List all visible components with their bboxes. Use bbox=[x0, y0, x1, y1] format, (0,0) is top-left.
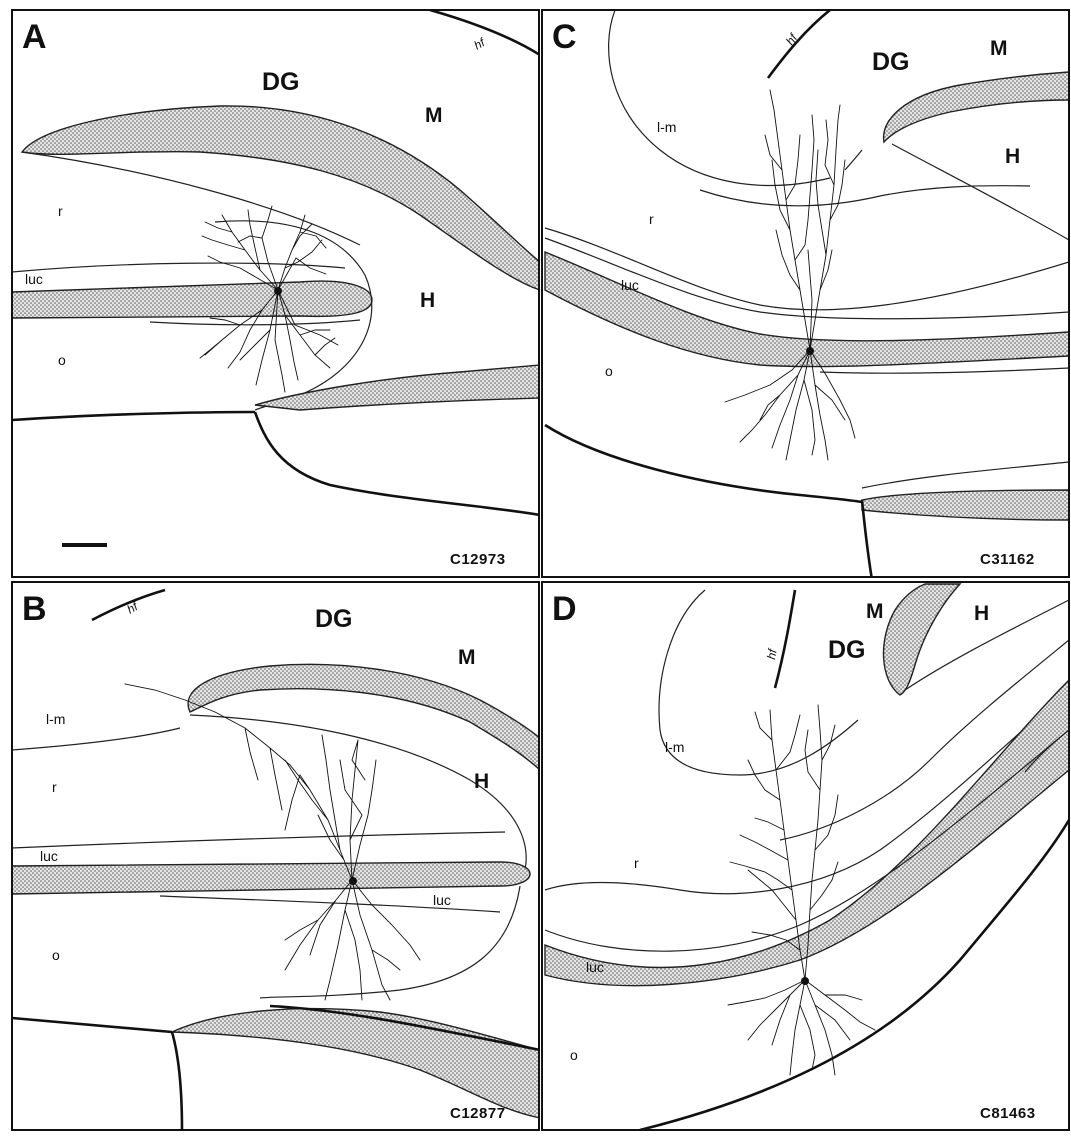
panel-c: C DG M H hf l-m r luc o C31162 bbox=[542, 10, 1069, 580]
label-r: r bbox=[649, 211, 654, 227]
label-luc: luc bbox=[25, 271, 43, 287]
label-lm: l-m bbox=[46, 711, 65, 727]
case-id: C12973 bbox=[450, 551, 506, 568]
molecular-line bbox=[12, 728, 180, 750]
label-h: H bbox=[1005, 145, 1020, 168]
label-dg: DG bbox=[828, 636, 866, 664]
label-h: H bbox=[974, 602, 989, 625]
lower-granule-band bbox=[862, 490, 1069, 520]
lower-line bbox=[862, 462, 1069, 488]
label-h: H bbox=[420, 289, 435, 312]
granule-cell-band bbox=[884, 584, 960, 695]
ventricle-line bbox=[255, 412, 540, 515]
label-hf: hf bbox=[125, 599, 142, 617]
label-r: r bbox=[52, 779, 57, 795]
oriens-line bbox=[820, 368, 1069, 373]
neuron-soma bbox=[806, 347, 814, 355]
label-dg: DG bbox=[262, 68, 300, 96]
neuron-soma bbox=[349, 877, 357, 885]
label-luc: luc bbox=[40, 848, 58, 864]
granule-cell-band bbox=[188, 664, 540, 770]
label-m: M bbox=[458, 646, 476, 669]
lower-granule-band bbox=[255, 365, 540, 410]
alveus-line bbox=[12, 1018, 172, 1032]
label-lm: l-m bbox=[657, 119, 676, 135]
neuron-dendrites bbox=[725, 90, 855, 460]
oriens-loop bbox=[260, 886, 520, 998]
fissure-line bbox=[768, 10, 830, 78]
fissure-line bbox=[775, 590, 795, 688]
granule-cell-band bbox=[22, 106, 540, 290]
label-luc: luc bbox=[586, 959, 604, 975]
label-o: o bbox=[570, 1047, 578, 1063]
label-h: H bbox=[474, 770, 489, 793]
label-m: M bbox=[990, 37, 1008, 60]
neuron-c bbox=[725, 90, 855, 460]
ventricle-line bbox=[172, 1032, 182, 1130]
panel-label: A bbox=[22, 18, 47, 56]
hilus-boundary bbox=[892, 144, 1069, 240]
case-id: C12877 bbox=[450, 1105, 506, 1122]
label-luc-lower: luc bbox=[433, 892, 451, 908]
label-r: r bbox=[634, 855, 639, 871]
label-dg: DG bbox=[872, 48, 910, 76]
neuron-soma bbox=[801, 977, 809, 985]
label-lm: l-m bbox=[665, 739, 684, 755]
case-id: C31162 bbox=[980, 551, 1035, 568]
alveus-line bbox=[12, 412, 255, 420]
ventricle-line bbox=[862, 500, 872, 580]
granule-cell-band bbox=[884, 72, 1069, 142]
label-dg: DG bbox=[315, 605, 353, 633]
panel-label: B bbox=[22, 590, 47, 628]
lucidum-line bbox=[12, 263, 345, 272]
case-id: C81463 bbox=[980, 1105, 1036, 1122]
molecular-line bbox=[700, 186, 1030, 206]
lm-gap-line bbox=[845, 150, 862, 170]
label-m: M bbox=[866, 600, 884, 623]
label-o: o bbox=[52, 947, 60, 963]
panel-a: A DG M H hf r luc o C12973 bbox=[12, 10, 540, 577]
lucidum-line bbox=[12, 832, 505, 848]
lower-granule-band bbox=[172, 1009, 540, 1118]
label-o: o bbox=[58, 352, 66, 368]
panel-b: B DG M H hf l-m r luc luc o C12877 bbox=[12, 582, 540, 1130]
label-hf: hf bbox=[764, 647, 780, 661]
neuron-soma bbox=[274, 287, 282, 295]
label-m: M bbox=[425, 104, 443, 127]
label-luc: luc bbox=[621, 277, 639, 293]
lm-loop bbox=[659, 590, 858, 775]
lm-loop bbox=[609, 10, 830, 185]
panel-d: D DG M H hf l-m r luc o C81463 bbox=[542, 582, 1069, 1130]
panel-frame bbox=[542, 582, 1069, 1130]
label-hf: hf bbox=[783, 30, 801, 48]
label-o: o bbox=[605, 363, 613, 379]
panel-label: D bbox=[552, 590, 577, 628]
panel-label: C bbox=[552, 18, 577, 56]
label-r: r bbox=[58, 203, 63, 219]
pyramidal-cell-band bbox=[12, 862, 530, 894]
pyramidal-cell-band bbox=[12, 281, 372, 318]
label-hf: hf bbox=[472, 35, 489, 53]
